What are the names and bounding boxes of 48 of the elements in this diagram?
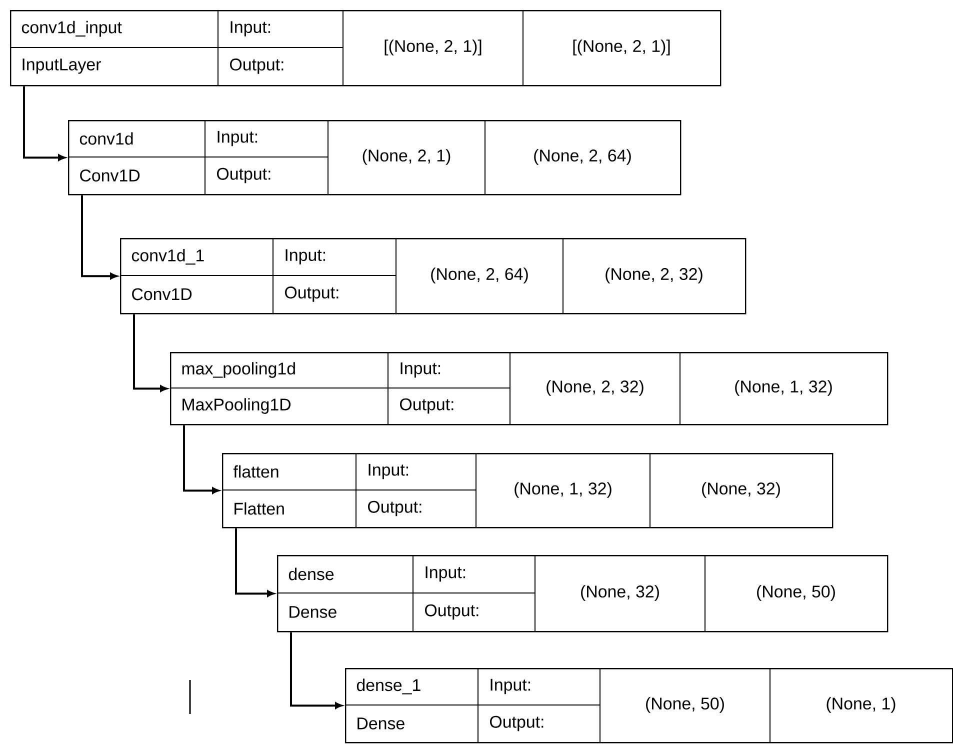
shape-value: (None, 50) — [757, 585, 835, 601]
layer-name: conv1d_input — [22, 20, 122, 37]
port-label: Output: — [400, 398, 454, 414]
port-label: Output: — [425, 604, 478, 620]
layer-name: max_pooling1d — [182, 362, 295, 378]
layer-type: Conv1D — [80, 170, 140, 182]
port-label: Input: — [286, 249, 326, 264]
port-label: Input: — [426, 566, 466, 582]
arrow — [183, 425, 220, 494]
layer-type: Flatten — [234, 502, 284, 515]
layer-type: InputLayer — [22, 58, 101, 74]
port-label: Output: — [285, 286, 338, 302]
shape-value: [(None, 2, 1)] — [573, 40, 670, 56]
port-label: Output: — [230, 58, 284, 74]
arrow — [235, 528, 274, 597]
shape-value: (None, 32) — [581, 585, 659, 601]
shape-value: (None, 2, 64) — [431, 268, 528, 284]
layer-name: conv1d_1 — [132, 248, 204, 265]
shape-value: (None, 1, 32) — [735, 380, 832, 396]
shape-value: (None, 50) — [646, 697, 724, 713]
port-label: Input: — [218, 130, 258, 146]
shape-value: (None, 1, 32) — [514, 482, 612, 498]
shape-value: (None, 2, 64) — [534, 149, 631, 165]
layer-name: dense — [288, 568, 334, 580]
port-label: Input: — [400, 362, 440, 378]
layer-name: conv1d — [80, 132, 133, 145]
port-label: Input: — [230, 21, 270, 36]
arrow — [23, 86, 66, 161]
port-label: Input: — [490, 678, 530, 694]
shape-value: (None, 32) — [702, 482, 780, 498]
arrow — [133, 314, 168, 392]
layer-type: Conv1D — [132, 288, 192, 300]
shape-value: (None, 2, 1) — [362, 149, 450, 165]
shape-value: (None, 2, 32) — [606, 268, 702, 284]
port-label: Output: — [217, 168, 270, 184]
shape-value: (None, 1) — [826, 697, 896, 713]
shape-value: [(None, 2, 1)] — [384, 40, 482, 56]
layer-name: flatten — [233, 465, 278, 478]
port-label: Input: — [368, 464, 408, 480]
shape-value: (None, 2, 32) — [546, 380, 644, 396]
arrow — [81, 195, 118, 280]
layer-type: Dense — [358, 718, 404, 730]
port-label: Output: — [368, 500, 422, 516]
layer-type: MaxPooling1D — [182, 398, 291, 414]
arrow — [290, 632, 342, 709]
layer-type: Dense — [290, 606, 336, 618]
layer-name: dense_1 — [356, 678, 420, 694]
port-label: Output: — [490, 716, 544, 732]
